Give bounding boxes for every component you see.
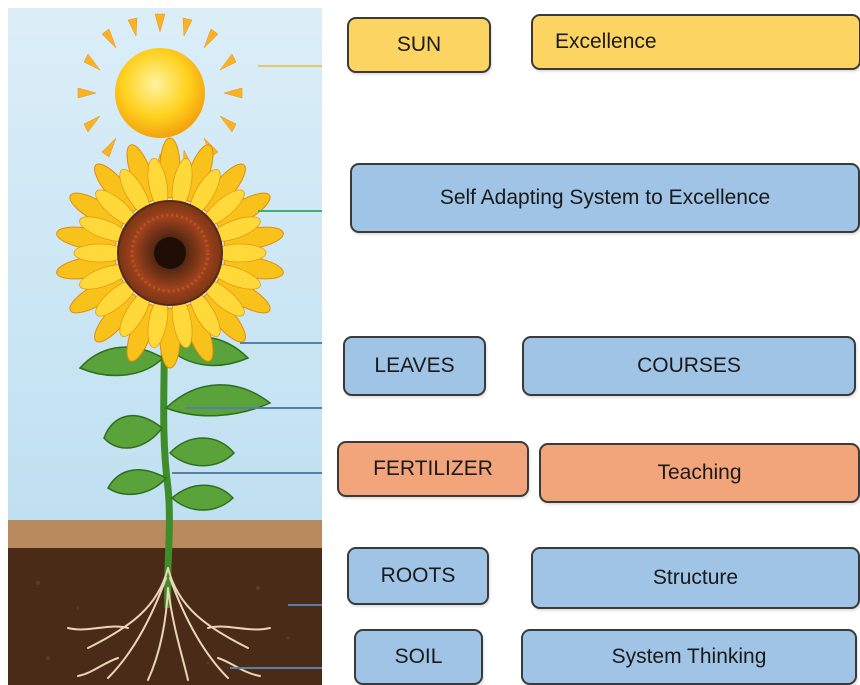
roots: [67, 567, 271, 681]
soil-top: [8, 520, 322, 550]
leaves-term-label: LEAVES: [343, 336, 486, 396]
fertilizer-term-label: FERTILIZER: [337, 441, 529, 497]
leaves: [78, 336, 272, 511]
sun-meaning-label: Excellence: [531, 14, 860, 70]
roots-meaning-label: Structure: [531, 547, 860, 609]
roots-term-label: ROOTS: [347, 547, 489, 605]
sun-icon: [77, 13, 243, 173]
flower-meaning-label: Self Adapting System to Excellence: [350, 163, 860, 233]
sunflower-illustration: [8, 8, 322, 685]
soil-meaning-label: System Thinking: [521, 629, 857, 685]
sun-term-label: SUN: [347, 17, 491, 73]
soil-term-label: SOIL: [354, 629, 483, 685]
pointer-lines: [172, 65, 322, 669]
sunflower-icon: [56, 137, 284, 369]
fertilizer-meaning-label: Teaching: [539, 443, 860, 503]
leaves-meaning-label: COURSES: [522, 336, 856, 396]
